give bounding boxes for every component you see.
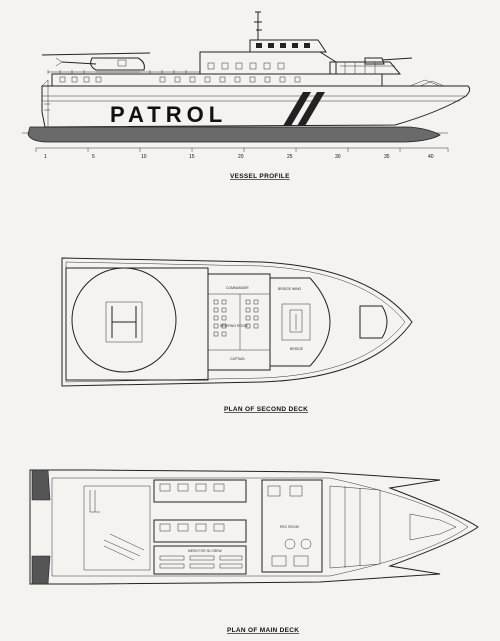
stair-port [89, 490, 100, 513]
room-briefing: BRIEFING ROOM [220, 324, 248, 328]
room-bridge-wing: BRIDGE WING [278, 287, 302, 291]
rec-room-furniture [267, 485, 312, 567]
bow-peak [409, 513, 457, 541]
scale-tick-label: 30 [335, 154, 341, 160]
port-hull-stern [31, 469, 51, 501]
second-deck-inner-outline [65, 261, 406, 383]
scale-tick-label: 15 [189, 154, 195, 160]
cabin-block-port [153, 479, 247, 503]
vessel-profile-caption: VESSEL PROFILE [230, 173, 290, 180]
wheelhouse [249, 39, 327, 53]
forward-gun [364, 57, 413, 65]
starboard-hull-stern [31, 555, 51, 585]
rec-room [261, 479, 323, 573]
deckhouse-windows [59, 76, 301, 83]
scale-tick-label: 25 [287, 154, 293, 160]
bow-rail [340, 62, 395, 74]
cabin-berths [159, 483, 225, 532]
hull-stripe-2 [297, 92, 325, 126]
helipad-circle [71, 267, 177, 373]
bow-gun-mount [359, 305, 388, 339]
room-commander: COMMANDER [226, 286, 249, 290]
scale-tick-label: 1 [44, 154, 47, 160]
bow-chevrons [409, 79, 445, 87]
heli-deck-rail [47, 70, 200, 74]
room-rec: REC ROOM [280, 525, 299, 529]
forward-compartments [329, 485, 381, 569]
deckhouse-lower [51, 73, 383, 87]
main-deck-plan: MESS FOR 30 CREW REC ROOM PLAN OF MAIN D… [29, 469, 479, 634]
scale-tick-label: 35 [384, 154, 390, 160]
hull-body [41, 85, 471, 128]
bridge-windows [207, 62, 285, 70]
mess-area [153, 545, 247, 575]
second-deck-plan: COMMANDER BRIEFING ROOM CAPTAIN BRIDGE W… [61, 257, 413, 413]
main-deck-inner-outline [51, 477, 469, 577]
cabin-block-starboard [153, 519, 247, 543]
scale-tick-label: 40 [428, 154, 434, 160]
lower-hull [27, 126, 441, 143]
bridge-console [281, 303, 311, 341]
bridge-room [269, 277, 331, 367]
vessel-profile: PATROL [22, 11, 471, 180]
room-mess: MESS FOR 30 CREW [188, 549, 223, 553]
mess-tables [159, 555, 243, 569]
briefing-seats [213, 299, 259, 337]
helipad [65, 267, 209, 381]
stair-diagonal [103, 533, 145, 561]
helicopter [41, 52, 151, 73]
forward-superstructure [329, 61, 402, 75]
room-captain: CAPTAIN [230, 357, 245, 361]
wheelhouse-windows [256, 43, 310, 48]
scale-tick-label: 20 [238, 154, 244, 160]
room-bridge: BRIDGE [290, 347, 304, 351]
hull-text: PATROL [110, 102, 227, 127]
scale-tick-label: 10 [141, 154, 147, 160]
second-deck-caption: PLAN OF SECOND DECK [224, 406, 308, 413]
mast [254, 11, 262, 40]
helipad-h-outline [105, 301, 143, 343]
stern-detail [41, 79, 50, 127]
scale-tick-label: 5 [92, 154, 95, 160]
helipad-h-mark [111, 306, 137, 338]
main-deck-outline [29, 469, 479, 585]
hull-stripe-1 [283, 92, 311, 126]
scale-bar: 1 5 10 15 20 25 30 35 40 [35, 147, 449, 160]
main-corridor [83, 485, 151, 571]
main-deck-caption: PLAN OF MAIN DECK [227, 627, 299, 634]
second-deck-outline [61, 257, 413, 387]
